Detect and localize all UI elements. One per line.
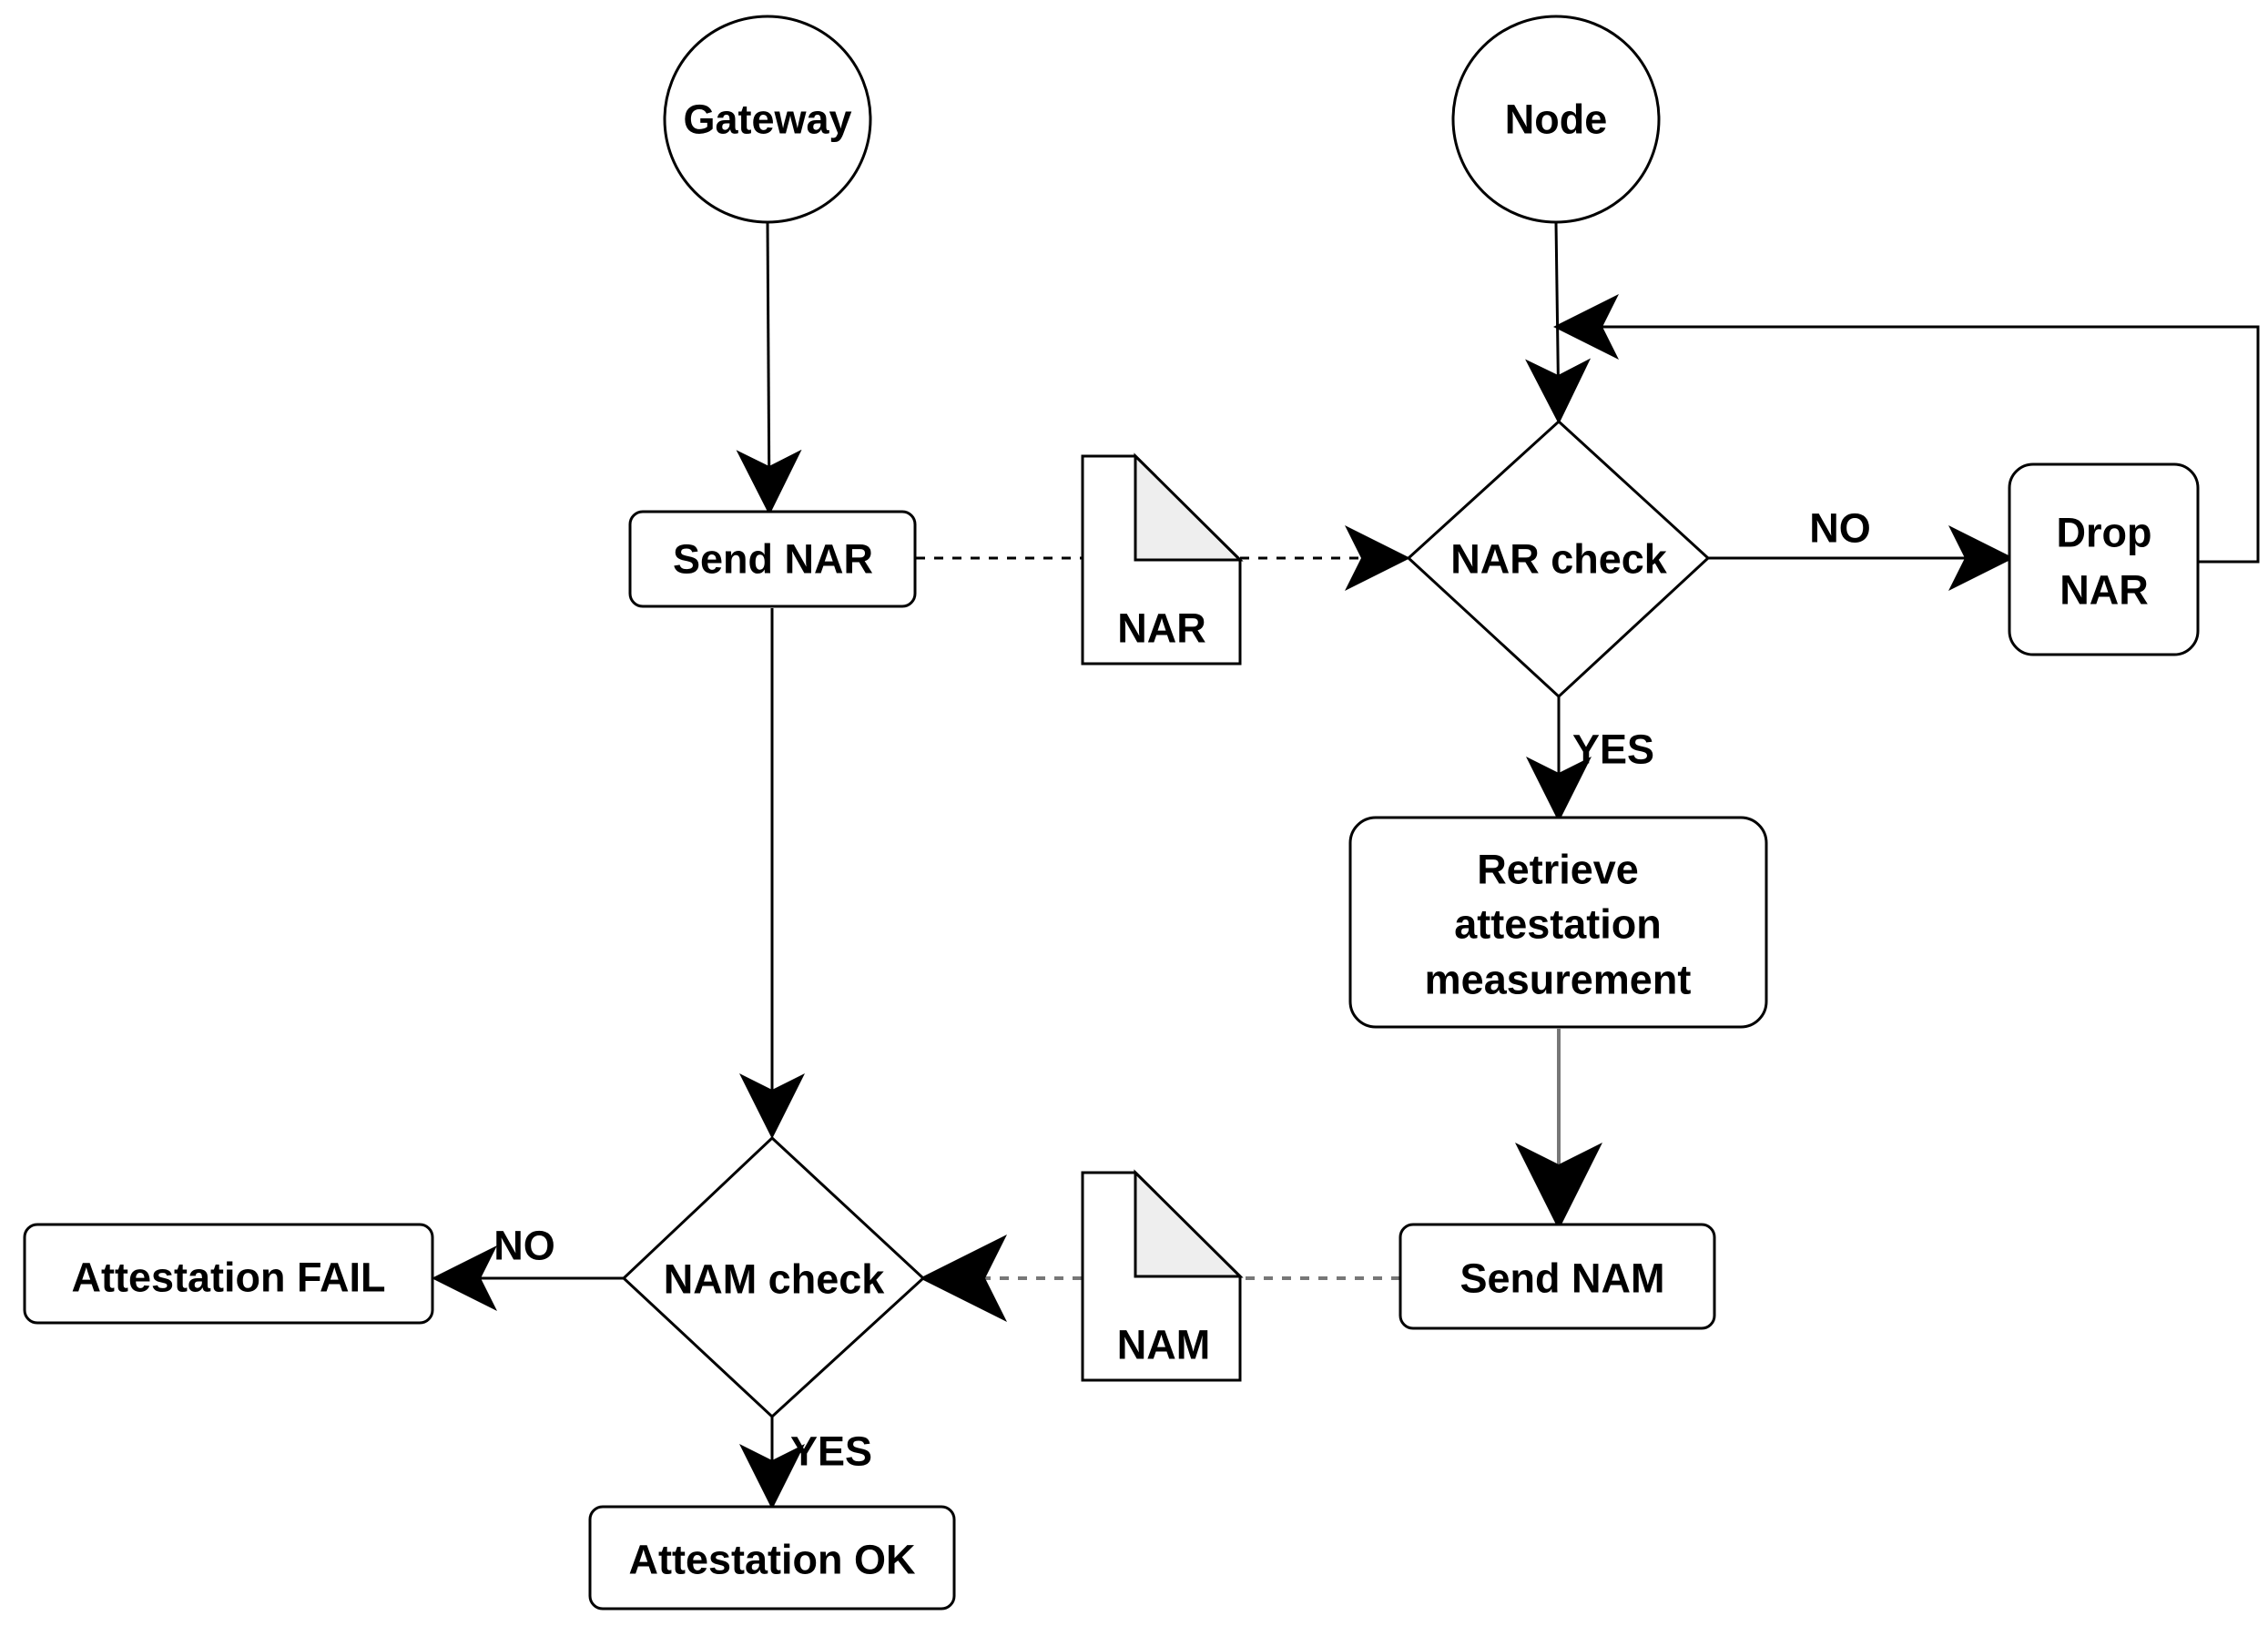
nam-check-yes-label: YES <box>790 1428 872 1475</box>
retrieve-label-line1: Retrieve <box>1477 847 1639 893</box>
nar-check-yes-label: YES <box>1572 727 1654 773</box>
nar-check-label: NAR check <box>1450 536 1668 583</box>
gateway-node: Gateway <box>663 15 872 224</box>
edge-node-to-nar-check <box>1525 221 1592 424</box>
nar-document-label: NAR <box>1117 605 1206 652</box>
retrieve-label-line3: measurement <box>1425 957 1692 1003</box>
attestation-ok-label: Attestation OK <box>629 1537 917 1583</box>
node-node: Node <box>1451 15 1661 224</box>
send-nar-process: Send NAR <box>628 510 917 608</box>
nam-check-decision: NAM check <box>621 1135 926 1419</box>
nam-check-no-label: NO <box>493 1223 555 1269</box>
send-nam-label: Send NAM <box>1460 1255 1665 1302</box>
retrieve-measurement-process: Retrieve attestation measurement <box>1348 816 1768 1029</box>
nam-check-label: NAM check <box>664 1256 886 1303</box>
drop-nar-label-line2: NAR <box>2060 567 2149 614</box>
nar-document: NAR <box>1081 452 1244 666</box>
attestation-fail-label: Attestation FAIL <box>72 1255 386 1301</box>
retrieve-label-line2: attestation <box>1454 901 1662 948</box>
edge-drop-nar-loop-back <box>1553 294 2260 564</box>
attestation-ok-terminal: Attestation OK <box>588 1505 956 1611</box>
attestation-fail-terminal: Attestation FAIL <box>23 1223 434 1325</box>
send-nar-label: Send NAR <box>673 536 873 583</box>
node-label: Node <box>1505 97 1608 143</box>
nar-check-no-label: NO <box>1809 505 1871 552</box>
nar-check-decision: NAR check <box>1406 419 1711 699</box>
nam-document-label: NAM <box>1117 1322 1210 1368</box>
drop-nar-label: Drop <box>2057 510 2152 556</box>
send-nam-process: Send NAM <box>1398 1223 1716 1330</box>
gateway-label: Gateway <box>683 97 851 143</box>
nam-document: NAM <box>1081 1169 1244 1382</box>
drop-nar-process: Drop NAR <box>2008 462 2200 656</box>
edge-gateway-to-send-nar <box>736 221 802 515</box>
